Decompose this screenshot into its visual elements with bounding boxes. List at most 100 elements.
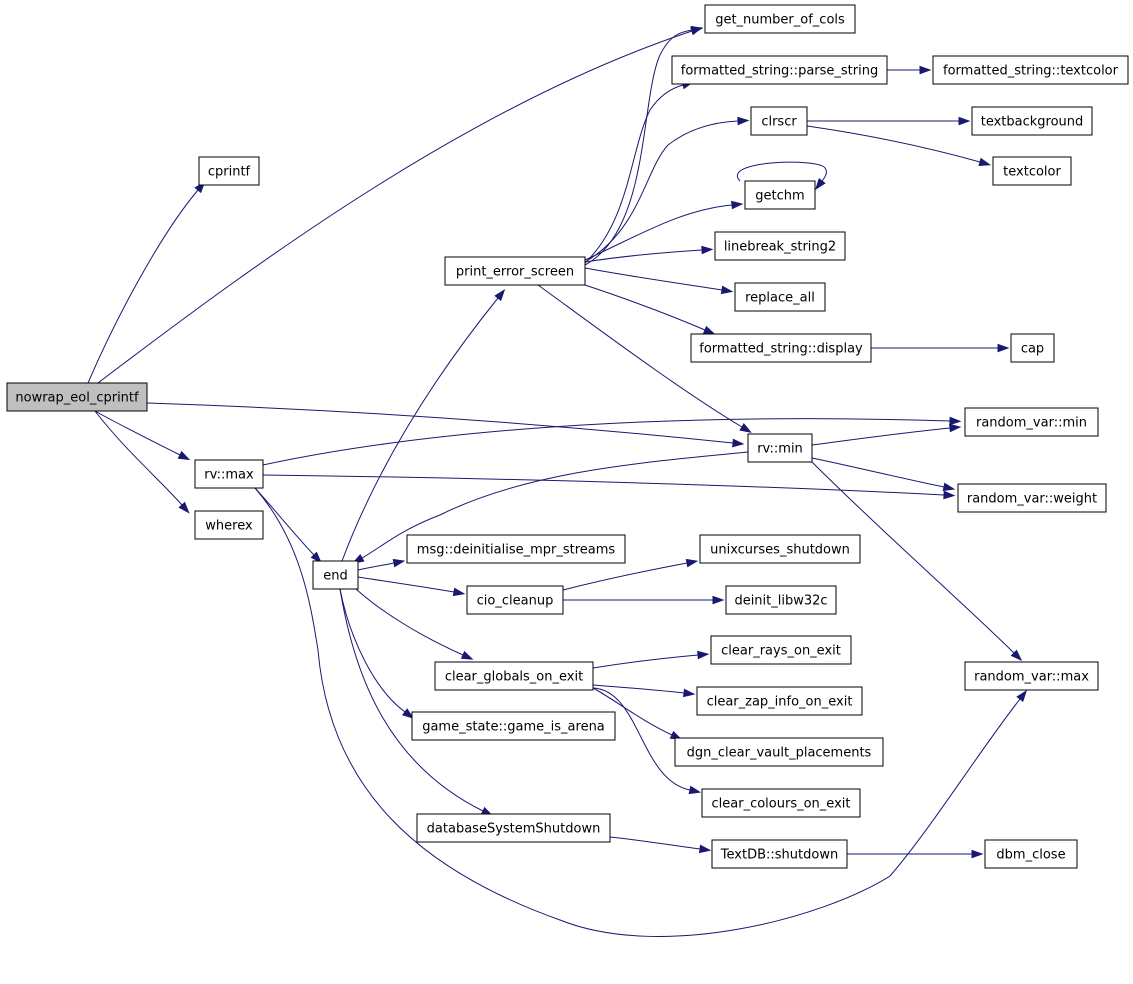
arrowhead <box>814 177 826 191</box>
node-nowrap-eol-cprintf[interactable]: nowrap_eol_cprintf <box>6 382 148 412</box>
arrowhead <box>712 595 725 605</box>
edge-rv-min-to-random-var-weight <box>811 457 956 492</box>
edge-end-to-clear-globals-on-exit <box>355 588 474 660</box>
node-formatted-string-textcolor[interactable]: formatted_string::textcolor <box>932 55 1129 85</box>
arrowhead <box>697 650 710 660</box>
node-print-error-screen[interactable]: print_error_screen <box>444 256 586 286</box>
node-clear-zap-info-on-exit[interactable]: clear_zap_info_on_exit <box>696 686 863 716</box>
node-label: clear_rays_on_exit <box>721 644 841 659</box>
arrowhead <box>178 501 190 514</box>
node-formatted-string-display[interactable]: formatted_string::display <box>690 333 872 363</box>
node-label: rv::max <box>204 468 254 483</box>
node-random-var-max[interactable]: random_var::max <box>964 661 1099 691</box>
node-label: rv::min <box>757 442 803 457</box>
node-wherex[interactable]: wherex <box>194 510 264 540</box>
node-clrscr[interactable]: clrscr <box>750 106 808 136</box>
node-unixcurses-shutdown[interactable]: unixcurses_shutdown <box>699 534 861 564</box>
node-game-state-game-is-arena[interactable]: game_state::game_is_arena <box>411 711 616 741</box>
node-formatted-string-parse-string[interactable]: formatted_string::parse_string <box>671 55 888 85</box>
arrowhead <box>1016 689 1028 703</box>
node-label: formatted_string::parse_string <box>681 64 878 79</box>
node-linebreak-string2[interactable]: linebreak_string2 <box>714 231 846 261</box>
arrowhead <box>698 844 712 854</box>
edge-print-error-screen-to-linebreak-string2 <box>584 245 714 263</box>
arrowhead <box>702 325 716 335</box>
node-box <box>406 534 626 564</box>
node-cio-cleanup[interactable]: cio_cleanup <box>466 585 564 615</box>
node-label: formatted_string::textcolor <box>943 64 1119 79</box>
arrowhead <box>452 587 466 597</box>
arrowhead <box>701 245 714 255</box>
node-label: get_number_of_cols <box>715 13 845 28</box>
node-clear-globals-on-exit[interactable]: clear_globals_on_exit <box>434 661 594 691</box>
node-box <box>696 686 863 716</box>
node-rv-max[interactable]: rv::max <box>194 459 264 489</box>
node-textbackground[interactable]: textbackground <box>971 106 1093 136</box>
node-box <box>704 4 856 34</box>
node-box <box>466 585 564 615</box>
node-label: clear_globals_on_exit <box>445 670 583 685</box>
node-textcolor[interactable]: textcolor <box>992 156 1072 186</box>
node-box <box>710 635 852 665</box>
node-label: clear_zap_info_on_exit <box>707 695 853 710</box>
node-label: clrscr <box>761 115 797 130</box>
edge-end-to-game-is-arena <box>339 588 415 719</box>
node-box <box>6 382 148 412</box>
node-random-var-weight[interactable]: random_var::weight <box>957 483 1107 513</box>
node-cap[interactable]: cap <box>1010 333 1055 363</box>
edge-end-to-cio-cleanup <box>357 576 466 597</box>
node-random-var-min[interactable]: random_var::min <box>964 407 1099 437</box>
node-databasesystemshutdown[interactable]: databaseSystemShutdown <box>416 813 611 843</box>
node-clear-colours-on-exit[interactable]: clear_colours_on_exit <box>701 788 861 818</box>
edge-rv-max-to-random-var-weight <box>262 474 956 500</box>
node-label: wherex <box>205 519 253 534</box>
node-label: game_state::game_is_arena <box>422 720 605 735</box>
node-box <box>964 661 1099 691</box>
node-getchm[interactable]: getchm <box>744 180 816 210</box>
node-label: formatted_string::display <box>699 342 863 357</box>
arrowhead <box>958 116 971 126</box>
node-label: replace_all <box>745 291 815 306</box>
edge-print-error-screen-to-fs-display <box>584 284 716 335</box>
node-msg-deinitialise-mpr-streams[interactable]: msg::deinitialise_mpr_streams <box>406 534 626 564</box>
node-textdb-shutdown[interactable]: TextDB::shutdown <box>711 839 848 869</box>
node-rv-min[interactable]: rv::min <box>747 433 813 463</box>
arrowhead <box>402 708 415 719</box>
node-box <box>932 55 1129 85</box>
arrowhead <box>392 558 406 568</box>
edge-rv-max-to-random-var-min <box>262 416 962 466</box>
node-cprintf[interactable]: cprintf <box>198 156 260 186</box>
node-replace-all[interactable]: replace_all <box>734 282 826 312</box>
node-box <box>734 282 826 312</box>
arrowhead <box>1010 649 1023 662</box>
node-dbm-close[interactable]: dbm_close <box>984 839 1078 869</box>
node-box <box>714 231 846 261</box>
node-label: end <box>323 569 348 584</box>
arrowhead <box>949 416 962 426</box>
node-box <box>690 333 872 363</box>
node-get-number-of-cols[interactable]: get_number_of_cols <box>704 4 856 34</box>
node-label: getchm <box>755 189 804 204</box>
arrowhead <box>919 65 932 75</box>
edge-cio-cleanup-to-unixcurses-shutdown <box>562 558 699 591</box>
node-box <box>957 483 1107 513</box>
edge-clrscr-to-textbackground <box>807 116 971 126</box>
edge-rv-min-to-random-var-max <box>811 461 1023 662</box>
edge-rv-min-to-random-var-min <box>811 423 962 446</box>
edge-fs-parse-string-to-fs-textcolor <box>887 65 932 75</box>
node-dgn-clear-vault-placements[interactable]: dgn_clear_vault_placements <box>674 737 884 767</box>
node-box <box>671 55 888 85</box>
node-box <box>964 407 1099 437</box>
edge-clear-globals-on-exit-to-clear-rays-on-exit <box>592 650 710 669</box>
node-label: cprintf <box>208 165 251 180</box>
node-label: unixcurses_shutdown <box>710 543 850 558</box>
node-label: cio_cleanup <box>477 594 554 609</box>
arrowhead <box>685 558 699 568</box>
node-deinit-libw32c[interactable]: deinit_libw32c <box>725 585 837 615</box>
node-clear-rays-on-exit[interactable]: clear_rays_on_exit <box>710 635 852 665</box>
edge-end-to-databasesystemshutdown <box>339 588 494 817</box>
node-end[interactable]: end <box>312 560 359 590</box>
node-label: TextDB::shutdown <box>720 848 838 863</box>
edge-nowrap-eol-cprintf-to-rv-max <box>94 410 191 461</box>
